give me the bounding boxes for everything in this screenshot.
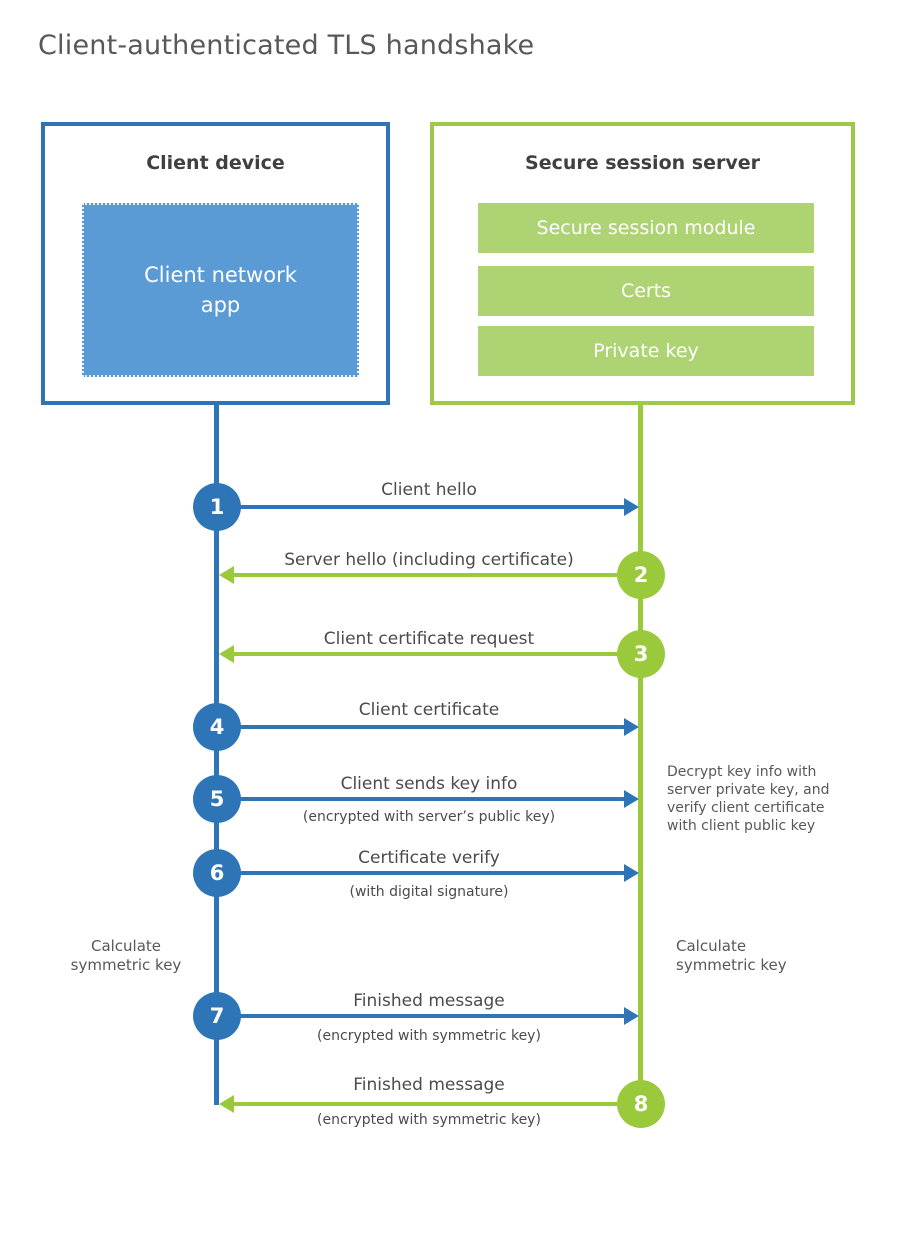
step-number-badge: 2 xyxy=(617,551,665,599)
arrow-shaft xyxy=(220,725,624,729)
server-module-private-key: Private key xyxy=(478,326,814,376)
note-calculate-symmetric-key-client: Calculate symmetric key xyxy=(70,937,182,974)
arrow-head-left-icon xyxy=(219,566,234,584)
note-decrypt-key-info: Decrypt key info with server private key… xyxy=(667,764,830,834)
message-label: Client hello xyxy=(381,480,477,500)
step-number-badge: 3 xyxy=(617,630,665,678)
client-device-title: Client device xyxy=(146,152,285,174)
message-label: Finished message xyxy=(353,1075,505,1095)
note-calculate-symmetric-key-server: Calculate symmetric key xyxy=(676,937,787,974)
arrow-shaft xyxy=(220,871,624,875)
server-lifeline xyxy=(638,405,643,1104)
arrow-head-left-icon xyxy=(219,645,234,663)
step-number-badge: 8 xyxy=(617,1080,665,1128)
arrow-shaft xyxy=(220,797,624,801)
arrow-head-right-icon xyxy=(624,718,639,736)
arrow-shaft xyxy=(234,1102,638,1106)
step-number-badge: 6 xyxy=(193,849,241,897)
message-label: Certificate verify xyxy=(358,848,500,868)
message-label: Server hello (including certificate) xyxy=(284,550,574,570)
message-sublabel: (encrypted with symmetric key) xyxy=(317,1112,541,1128)
step-number-badge: 7 xyxy=(193,992,241,1040)
arrow-head-right-icon xyxy=(624,498,639,516)
server-title: Secure session server xyxy=(525,152,760,174)
message-label: Finished message xyxy=(353,991,505,1011)
page-title: Client-authenticated TLS handshake xyxy=(38,30,535,61)
arrow-shaft xyxy=(220,1014,624,1018)
client-network-app-label: Client network app xyxy=(144,263,297,317)
message-sublabel: (encrypted with symmetric key) xyxy=(317,1028,541,1044)
message-label: Client certificate xyxy=(358,700,500,720)
arrow-shaft xyxy=(234,573,638,577)
server-module-secure-session: Secure session module xyxy=(478,203,814,253)
message-label: Client sends key info xyxy=(340,774,518,794)
step-number-badge: 5 xyxy=(193,775,241,823)
server-box: Secure session server Secure session mod… xyxy=(430,122,855,405)
arrow-head-right-icon xyxy=(624,864,639,882)
step-number-badge: 4 xyxy=(193,703,241,751)
arrow-shaft xyxy=(234,652,638,656)
client-device-box: Client device Client network app xyxy=(41,122,390,405)
arrow-head-right-icon xyxy=(624,1007,639,1025)
arrow-head-right-icon xyxy=(624,790,639,808)
arrow-head-left-icon xyxy=(219,1095,234,1113)
step-number-badge: 1 xyxy=(193,483,241,531)
client-lifeline xyxy=(214,405,219,1105)
client-network-app-box: Client network app xyxy=(82,203,359,377)
message-sublabel: (with digital signature) xyxy=(349,884,509,900)
server-module-certs: Certs xyxy=(478,266,814,316)
message-sublabel: (encrypted with server’s public key) xyxy=(302,809,556,825)
arrow-shaft xyxy=(220,505,624,509)
message-label: Client certificate request xyxy=(323,629,535,649)
